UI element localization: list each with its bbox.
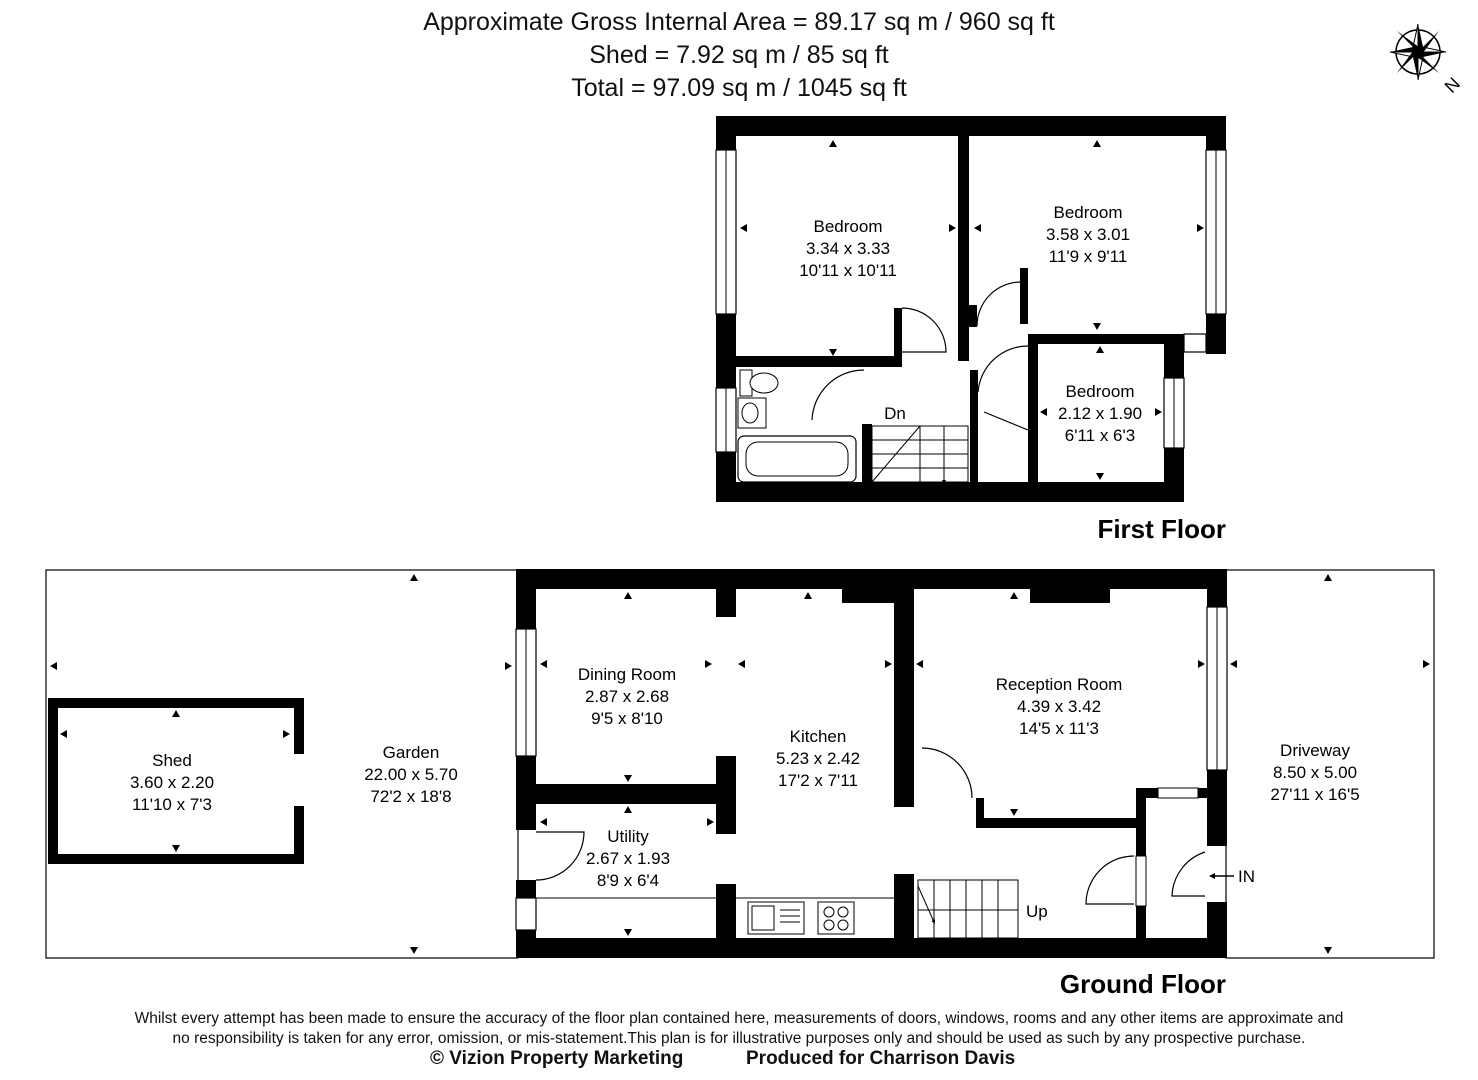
room-imperial: 27'11 x 16'5: [1270, 785, 1359, 804]
room-imperial: 10'11 x 10'11: [799, 261, 897, 280]
toilet-icon: [739, 369, 779, 397]
room-name: Utility: [607, 827, 649, 846]
window-icon: [515, 628, 537, 757]
room-imperial: 11'9 x 9'11: [1049, 247, 1128, 266]
room-metric: 2.67 x 1.93: [586, 849, 670, 868]
room-name: Dining Room: [578, 665, 676, 684]
door-swing-icon: [811, 369, 865, 421]
stairs-label: Dn: [884, 404, 906, 423]
room-imperial: 9'5 x 8'10: [591, 709, 663, 728]
room-imperial: 14'5 x 11'3: [1019, 719, 1099, 738]
bath-icon: [737, 435, 857, 483]
room-metric: 2.12 x 1.90: [1058, 404, 1142, 423]
hob-icon: [817, 901, 855, 935]
ground-floor-title: Ground Floor: [1060, 969, 1226, 999]
dimension-markers: [740, 140, 1204, 480]
room-metric: 3.60 x 2.20: [130, 773, 214, 792]
door-swing-icon: [535, 831, 585, 881]
room-metric: 22.00 x 5.70: [364, 765, 458, 784]
window-icon: [1183, 333, 1207, 353]
entrance-label: IN: [1238, 867, 1255, 886]
sink-icon: [747, 901, 805, 935]
window-icon: [1157, 787, 1199, 799]
ground-floor-plan: Shed 3.60 x 2.20 11'10 x 7'3 Garden 22.0…: [45, 569, 1435, 999]
room-imperial: 8'9 x 6'4: [597, 871, 659, 890]
door-swing-icon: [921, 747, 973, 799]
dimension-markers: [50, 574, 1430, 954]
window-icon: [1135, 855, 1147, 907]
stairs-icon: [917, 879, 1019, 939]
room-metric: 3.34 x 3.33: [806, 239, 890, 258]
copyright-credit: © Vizion Property Marketing: [430, 1048, 684, 1069]
first-floor-title: First Floor: [1097, 514, 1226, 544]
shed-walls: [48, 698, 304, 864]
stairs-icon: [871, 425, 969, 484]
first-floor-plan: Bedroom 3.34 x 3.33 10'11 x 10'11 Bedroo…: [715, 116, 1227, 544]
door-swing-icon: [977, 345, 1029, 393]
room-name: Bedroom: [1054, 203, 1123, 222]
room-name: Kitchen: [790, 727, 847, 746]
room-name: Reception Room: [996, 675, 1123, 694]
room-imperial: 6'11 x 6'3: [1065, 426, 1135, 445]
stairs-label: Up: [1026, 902, 1048, 921]
room-metric: 5.23 x 2.42: [776, 749, 860, 768]
room-metric: 4.39 x 3.42: [1017, 697, 1101, 716]
window-icon: [1163, 377, 1185, 449]
door-swing-icon: [1085, 855, 1135, 905]
shed-area-line: Shed = 7.92 sq m / 85 sq ft: [589, 41, 889, 69]
window-icon: [1205, 149, 1227, 315]
room-name: Driveway: [1280, 741, 1350, 760]
door-swing-icon: [1171, 851, 1206, 897]
garden-outline: [45, 569, 519, 959]
room-name: Shed: [152, 751, 192, 770]
room-name: Bedroom: [1066, 382, 1135, 401]
room-name: Garden: [383, 743, 440, 762]
room-metric: 8.50 x 5.00: [1273, 763, 1357, 782]
basin-icon: [737, 397, 767, 429]
room-imperial: 11'10 x 7'3: [132, 795, 212, 814]
door-swing-icon: [901, 307, 947, 353]
room-imperial: 72'2 x 18'8: [370, 787, 451, 806]
disclaimer-line-1: Whilst every attempt has been made to en…: [134, 1010, 1344, 1027]
disclaimer-line-2: no responsibility is taken for any error…: [172, 1030, 1306, 1047]
gross-area-line: Approximate Gross Internal Area = 89.17 …: [423, 8, 1055, 36]
window-icon: [715, 149, 737, 315]
total-area-line: Total = 97.09 sq m / 1045 sq ft: [571, 74, 907, 102]
compass-rose-icon: [1389, 23, 1447, 81]
window-icon: [1206, 606, 1228, 771]
door-swing-icon: [976, 281, 1022, 327]
room-metric: 3.58 x 3.01: [1046, 225, 1130, 244]
room-metric: 2.87 x 2.68: [585, 687, 669, 706]
room-imperial: 17'2 x 7'11: [778, 771, 858, 790]
window-icon: [515, 897, 537, 931]
window-icon: [715, 387, 737, 453]
compass-north-label: N: [1441, 73, 1464, 96]
room-name: Bedroom: [814, 217, 883, 236]
produced-for-credit: Produced for Charrison Davis: [746, 1048, 1016, 1069]
